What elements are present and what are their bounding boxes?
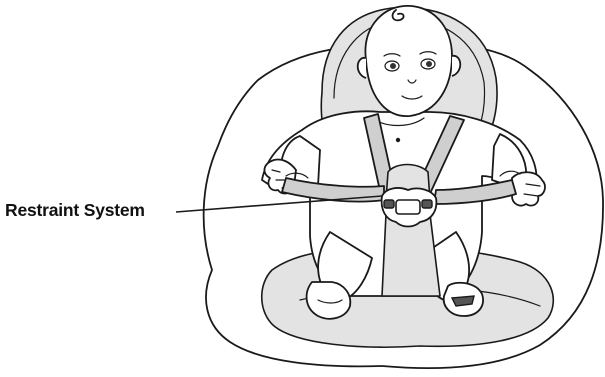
restraint-system-label: Restraint System xyxy=(5,200,145,221)
